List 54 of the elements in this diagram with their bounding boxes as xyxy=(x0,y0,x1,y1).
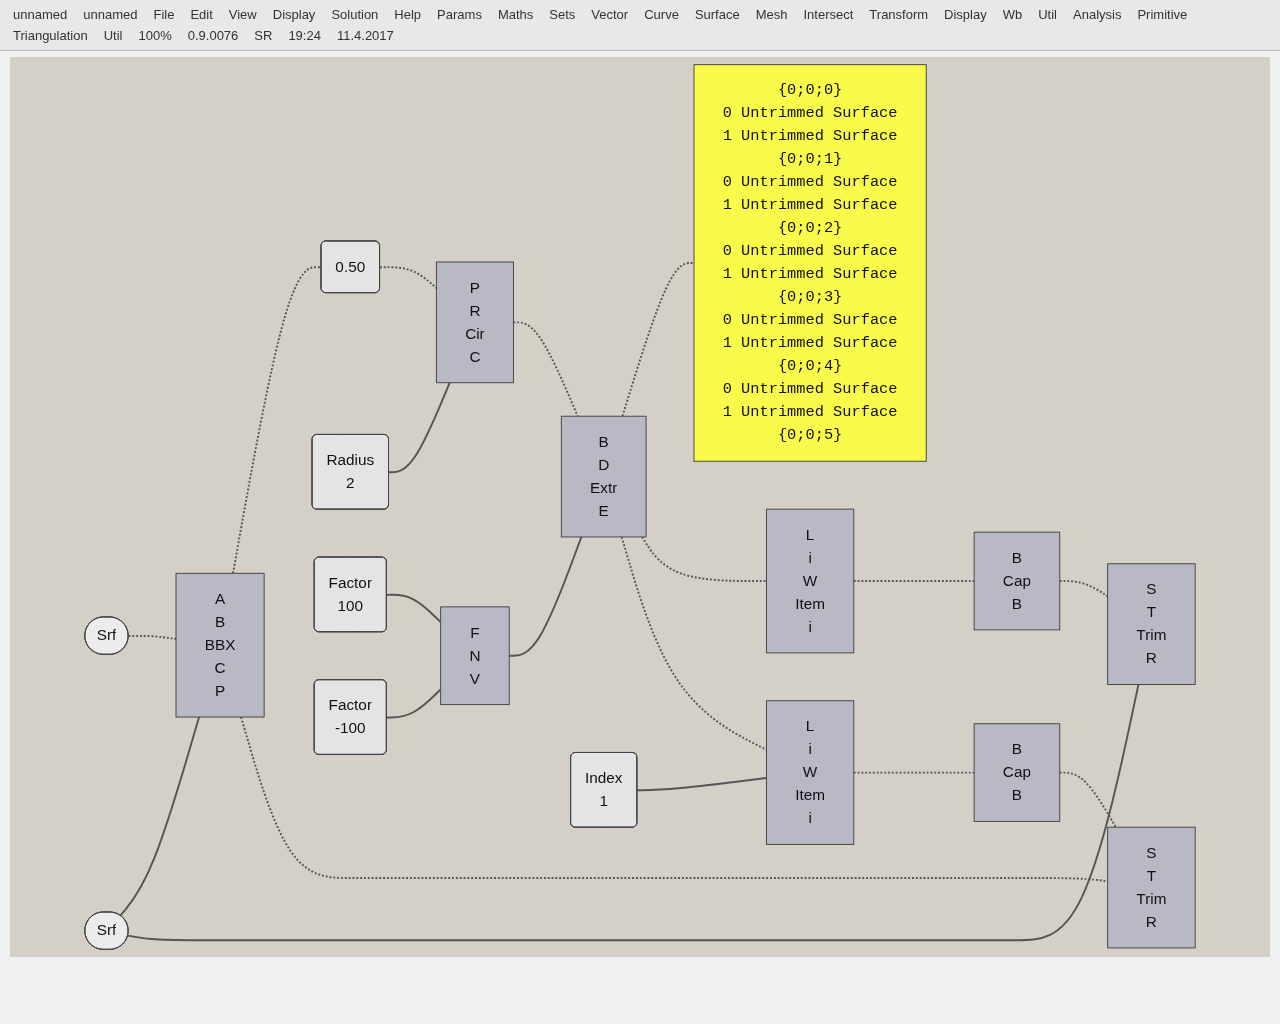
ui-label: Curve xyxy=(643,6,680,23)
connector xyxy=(385,593,442,624)
node-box: {0;0;0} 0 Untrimmed Surface 1 Untrimmed Surface {0;0;1} 0 Untrimmed Surface 1 Untrimmed Surface {0;0;2} 0 Untrimmed Surface 1 Untrimmed Surface {0;0;3} 0 Untrimmed Surface 1 Untrimmed Surface {0;0;4} 0 Untrimmed Surface 1 Untrimmed Surface {0;0;5} xyxy=(693,64,927,462)
ui-label: Help xyxy=(393,6,423,23)
ui-label: unnamed xyxy=(12,6,69,23)
node-box: P R Cir C xyxy=(435,261,514,384)
node-box: A B BBX C P xyxy=(175,572,265,718)
connector xyxy=(641,536,768,582)
ui-label: 19:24 xyxy=(287,27,322,44)
node-box: L i W Item i xyxy=(766,700,855,845)
connector xyxy=(620,536,768,751)
ui-label: Analysis xyxy=(1072,6,1123,23)
node-box: B Cap B xyxy=(973,531,1061,631)
connector xyxy=(636,777,768,792)
ui-label: 11.4.2017 xyxy=(335,27,395,44)
ui-label: Mesh xyxy=(754,6,789,23)
ui-label: Util xyxy=(102,27,124,44)
ui-label: 0.9.0076 xyxy=(186,27,240,44)
ui-label: Params xyxy=(436,6,483,23)
node-box: F N V xyxy=(440,606,510,706)
node-box: S T Trim R xyxy=(1107,563,1196,685)
ui-label: SR xyxy=(253,27,274,44)
node-box: B D Extr E xyxy=(560,415,647,538)
connector xyxy=(127,634,177,640)
connector xyxy=(1058,771,1117,829)
connector xyxy=(119,716,201,917)
connector xyxy=(1058,580,1109,598)
connector xyxy=(127,683,1140,942)
ui-label: View xyxy=(227,6,258,23)
ui-label: Display xyxy=(271,6,317,23)
connector xyxy=(379,266,438,290)
connector xyxy=(621,262,695,418)
connector xyxy=(508,536,583,657)
connector xyxy=(385,688,442,719)
ui-label: File xyxy=(152,6,176,23)
node-box: L i W Item i xyxy=(766,508,855,654)
ui-label: Triangulation xyxy=(12,27,89,44)
ui-label: Sets xyxy=(548,6,577,23)
ui-label: Maths xyxy=(496,6,535,23)
ui-label: Vector xyxy=(590,6,630,23)
ui-label: Solution xyxy=(330,6,380,23)
connector xyxy=(388,381,451,474)
node-box: B Cap B xyxy=(973,723,1061,822)
ui-label: Edit xyxy=(189,6,214,23)
ui-label: Surface xyxy=(693,6,741,23)
ui-label: unnamed xyxy=(82,6,139,23)
ui-label: Transform xyxy=(868,6,930,23)
ui-label: Primitive xyxy=(1136,6,1189,23)
node-box: S T Trim R xyxy=(1107,826,1196,949)
ui-label: Display xyxy=(943,6,988,23)
ui-label: Intersect xyxy=(802,6,855,23)
ui-label: Util xyxy=(1037,6,1058,23)
ui-label: 100% xyxy=(137,27,173,44)
ui-label: Wb xyxy=(1001,6,1024,23)
